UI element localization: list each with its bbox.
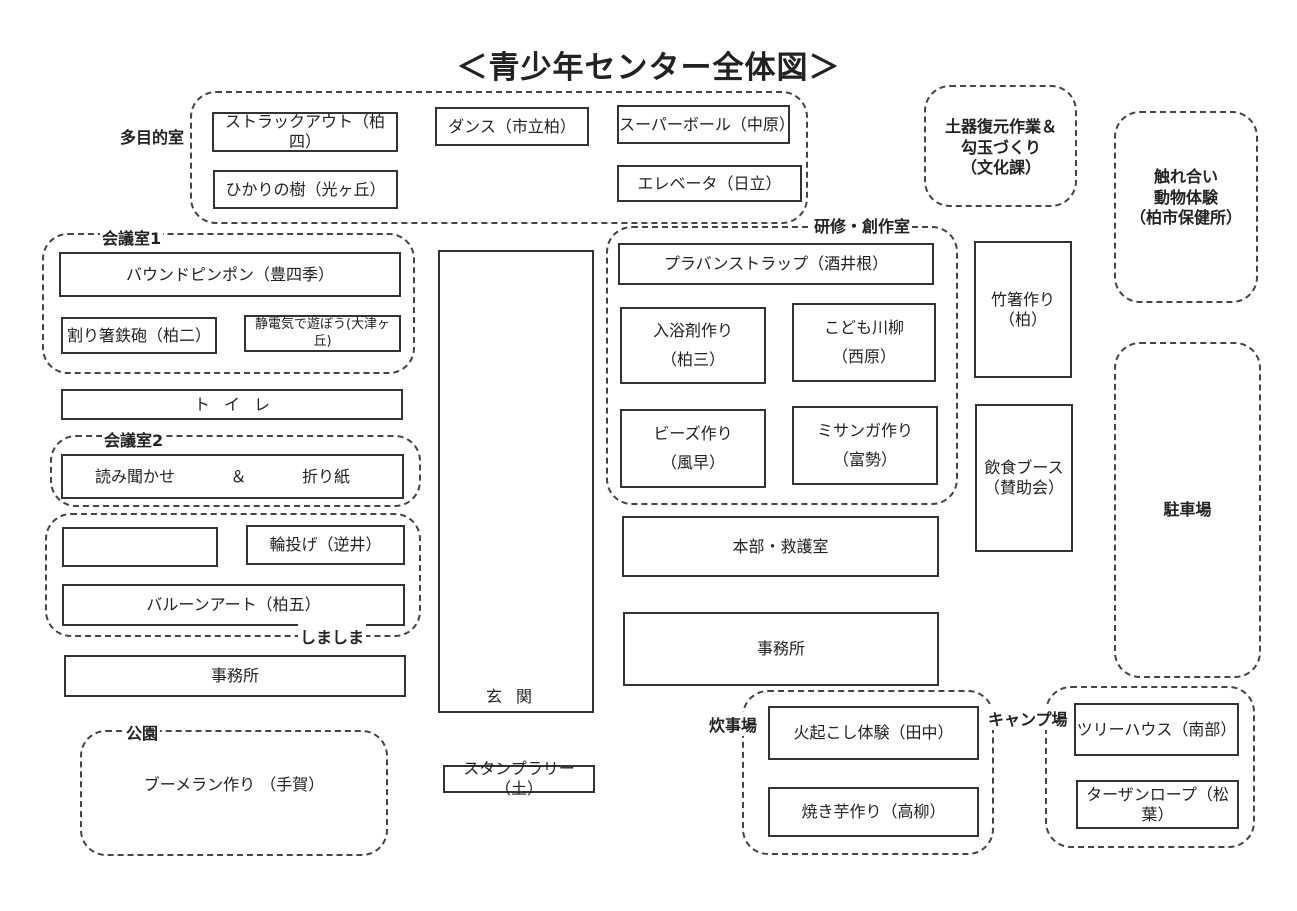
- page-title: ＜青少年センター全体図＞: [456, 50, 841, 86]
- parking-text: 駐車場: [1163, 499, 1212, 519]
- bound-pingpong-booth: バウンドピンポン（豊四季）: [59, 252, 401, 297]
- balloon-text: バルーンアート（柏五）: [146, 595, 321, 614]
- balloon-booth: バルーンアート（柏五）: [62, 584, 405, 626]
- kaigi2-room-area: [50, 435, 421, 507]
- nyuyokuzai-school: （柏三）: [660, 349, 725, 369]
- doki-booth: 土器復元作業＆ 勾玉づくり （文化課）: [926, 112, 1076, 184]
- nyuyokuzai-name: 入浴剤作り: [652, 321, 733, 341]
- takebashi-name: 竹箸作り: [990, 289, 1055, 309]
- tamokuteki-label: 多目的室: [118, 124, 187, 148]
- elevator-booth: エレベータ（日立）: [617, 165, 802, 202]
- struck-out-booth: ストラックアウト（柏四）: [212, 112, 398, 152]
- inshoku-booth: 飲食ブース （賛助会）: [975, 404, 1073, 552]
- camp-area: [1045, 686, 1255, 848]
- kodomo-senryu-name: こども川柳: [823, 317, 904, 337]
- seidenki-text: 静電気で遊ぼう(大津ヶ丘): [254, 317, 391, 349]
- inshoku-school: （賛助会）: [983, 478, 1064, 497]
- super-ball-booth: スーパーボール（中原）: [617, 105, 795, 144]
- honbu-room: 本部・救護室: [622, 516, 939, 577]
- fureai-booth: 触れ合い 動物体験 （柏市保健所）: [1116, 162, 1256, 234]
- parking-lot: 駐車場: [1116, 490, 1259, 530]
- misanga-name: ミサンガ作り: [816, 420, 913, 440]
- kaigi1-room-area: [42, 233, 415, 374]
- treehouse-text: ツリーハウス（南部）: [1076, 719, 1237, 739]
- kodomo-senryu-school: （西原）: [831, 347, 896, 367]
- parking-area: [1114, 342, 1261, 678]
- wanage-text: 輪投げ（逆井）: [269, 535, 382, 554]
- wanage-booth: 輪投げ（逆井）: [246, 525, 405, 565]
- tarzan-text: ターザンロープ（松葉）: [1086, 784, 1229, 824]
- puraban-text: プラバンストラップ（酒井根）: [663, 254, 889, 273]
- tamokuteki-room-area: [190, 91, 808, 224]
- waribashi-booth: 割り箸鉄砲（柏二）: [61, 317, 217, 354]
- hiokoshi-text: 火起こし体験（田中）: [793, 723, 954, 742]
- dance-text: ダンス（市立柏）: [448, 116, 576, 136]
- puraban-booth: プラバンストラップ（酒井根）: [618, 243, 934, 285]
- kenshu-label: 研修・創作室: [812, 213, 913, 237]
- misanga-booth: ミサンガ作り （富勢）: [792, 406, 938, 485]
- shimashima-label: しましま: [298, 624, 367, 648]
- doki-line2: 勾玉づくり: [960, 137, 1041, 157]
- kodomo-senryu-booth: こども川柳 （西原）: [792, 303, 936, 382]
- jimusho-center-room: 事務所: [623, 612, 939, 686]
- yakiimo-text: 焼き芋作り（高柳）: [801, 802, 946, 821]
- camp-label: キャンプ場: [986, 706, 1070, 730]
- origami-text: 折り紙: [301, 466, 350, 486]
- takebashi-booth: 竹箸作り （柏）: [974, 241, 1072, 378]
- bound-pingpong-text: バウンドピンポン（豊四季）: [125, 264, 334, 284]
- beads-name: ビーズ作り: [653, 423, 733, 443]
- entrance-text: 玄関: [485, 687, 546, 706]
- struck-out-text: ストラックアウト（柏四）: [224, 112, 385, 151]
- jimusho-left-text: 事務所: [210, 666, 259, 685]
- fureai-area: [1114, 111, 1258, 303]
- tarzan-booth: ターザンロープ（松葉）: [1076, 780, 1239, 829]
- fureai-line3: （柏市保健所）: [1129, 208, 1242, 228]
- honbu-text: 本部・救護室: [732, 536, 829, 556]
- yakiimo-booth: 焼き芋作り（高柳）: [768, 787, 979, 837]
- toilet-text: トイレ: [193, 394, 284, 414]
- super-ball-text: スーパーボール（中原）: [619, 114, 795, 134]
- blank-booth: [62, 527, 218, 567]
- fureai-line2: 動物体験: [1153, 187, 1218, 207]
- stamp-rally-text: スタンプラリー（土）: [463, 759, 575, 798]
- beads-booth: ビーズ作り （風早）: [620, 409, 766, 488]
- yomikikase-booth: 読み聞かせ ＆ 折り紙: [61, 454, 404, 499]
- ampersand-text: ＆: [230, 466, 247, 486]
- toilet-room: トイレ: [61, 389, 403, 420]
- kaigi2-label: 会議室2: [102, 427, 166, 451]
- hikari-booth: ひかりの樹（光ヶ丘）: [213, 170, 398, 209]
- suiji-label: 炊事場: [707, 712, 760, 736]
- kaigi1-label: 会議室1: [100, 225, 164, 249]
- entrance-hall: 玄関: [438, 250, 594, 713]
- balloon-area: [45, 513, 421, 637]
- misanga-school: （富勢）: [832, 450, 897, 470]
- treehouse-booth: ツリーハウス（南部）: [1074, 703, 1239, 756]
- elevator-text: エレベータ（日立）: [637, 173, 782, 193]
- doki-line3: （文化課）: [960, 158, 1041, 178]
- seidenki-booth: 静電気で遊ぼう(大津ヶ丘): [244, 315, 401, 352]
- doki-line1: 土器復元作業＆: [944, 116, 1057, 136]
- hiokoshi-booth: 火起こし体験（田中）: [768, 706, 979, 760]
- suiji-area: [742, 690, 994, 855]
- boomerang-booth: ブーメラン作り （手賀）: [80, 765, 388, 805]
- beads-school: （風早）: [660, 453, 725, 473]
- park-label: 公園: [124, 720, 161, 744]
- jimusho-center-text: 事務所: [756, 639, 805, 658]
- nyuyokuzai-booth: 入浴剤作り （柏三）: [620, 307, 766, 384]
- stamp-rally-booth: スタンプラリー（土）: [443, 759, 595, 798]
- doki-area: [924, 85, 1077, 207]
- kenshu-room-area: [606, 226, 958, 505]
- inshoku-name: 飲食ブース: [984, 458, 1064, 477]
- jimusho-left-room: 事務所: [64, 655, 406, 697]
- hikari-text: ひかりの樹（光ヶ丘）: [225, 179, 386, 199]
- yomikikase-text: 読み聞かせ: [95, 466, 176, 486]
- park-area: [80, 730, 388, 856]
- dance-booth: ダンス（市立柏）: [435, 107, 589, 146]
- takebashi-school: （柏）: [998, 309, 1047, 329]
- fureai-line1: 触れ合い: [1153, 166, 1218, 186]
- waribashi-text: 割り箸鉄砲（柏二）: [66, 325, 211, 345]
- boomerang-text: ブーメラン作り （手賀）: [143, 774, 325, 794]
